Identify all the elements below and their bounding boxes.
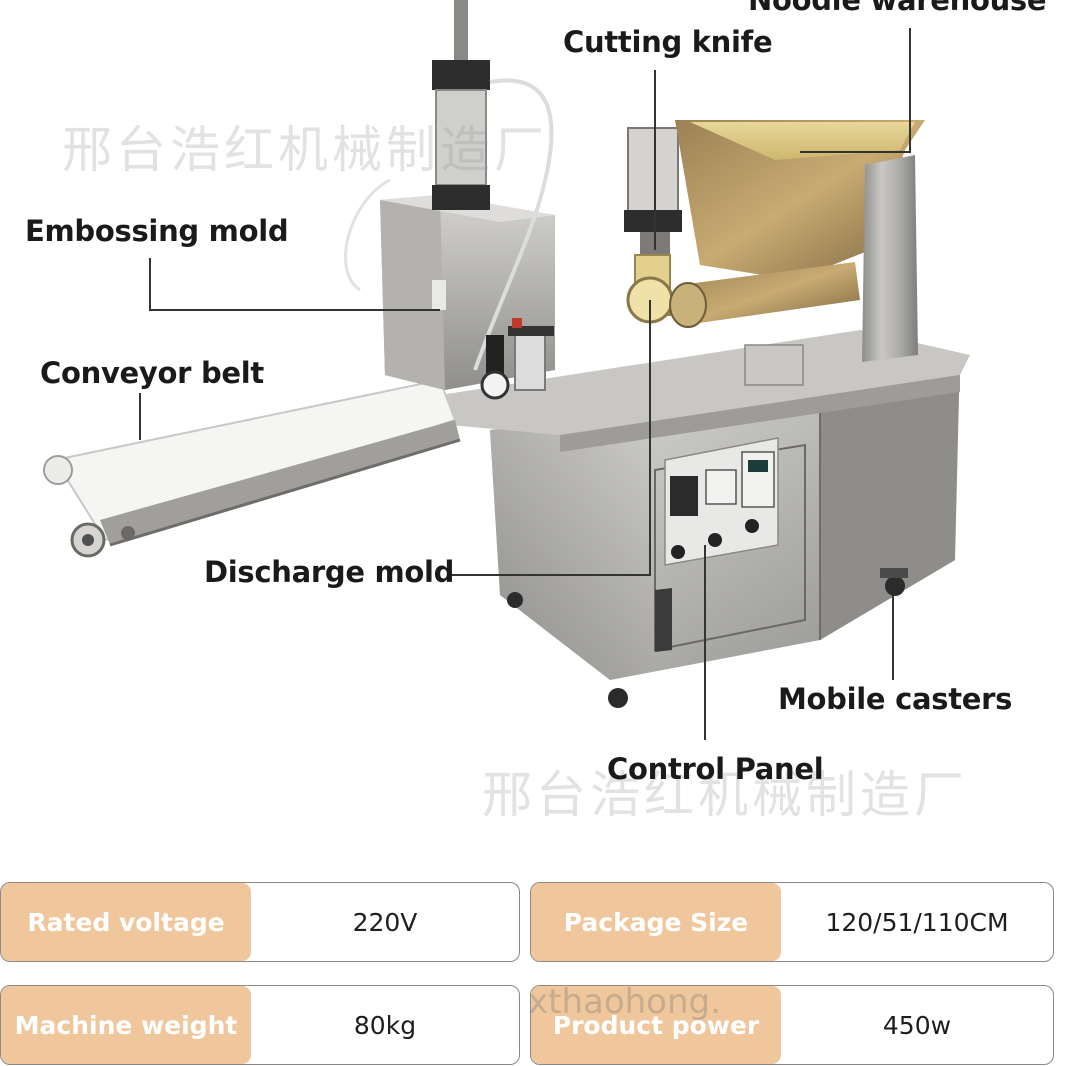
machine-illustration: [43, 0, 970, 740]
label-mobile-casters: Mobile casters: [778, 682, 1013, 716]
spec-label: Package Size: [563, 907, 749, 937]
label-conveyor-belt: Conveyor belt: [40, 356, 264, 390]
label-control-panel: Control Panel: [607, 752, 824, 786]
cutting-and-hopper-unit: [624, 120, 925, 386]
conveyor-belt-shape: [43, 378, 461, 558]
watermark-bottom: 邢台浩红机械制造厂: [482, 766, 968, 824]
control-panel-shape: [664, 437, 779, 566]
label-discharge-mold: Discharge mold: [204, 555, 455, 589]
spec-value: 80kg: [353, 1010, 417, 1040]
spec-label-box: Package Size: [531, 883, 781, 961]
mobile-casters-shape: [507, 568, 908, 708]
spec-label: Product power: [552, 1010, 760, 1040]
label-noodle-warehouse: Noodle warehouse: [748, 0, 1047, 17]
spec-label: Rated voltage: [27, 907, 225, 937]
leader-lines: [139, 28, 911, 740]
spec-label-box: Machine weight: [1, 986, 251, 1064]
watermark-url: xthaohong.: [528, 982, 721, 1022]
spec-value: 220V: [352, 907, 418, 937]
spec-label: Machine weight: [14, 1010, 238, 1040]
spec-package-size: Package Size 120/51/110CM: [530, 882, 1054, 962]
spec-value: 450w: [882, 1010, 952, 1040]
spec-machine-weight: Machine weight 80kg: [0, 985, 520, 1065]
spec-rated-voltage: Rated voltage 220V: [0, 882, 520, 962]
label-embossing-mold: Embossing mold: [25, 214, 289, 248]
spec-value: 120/51/110CM: [825, 907, 1009, 937]
embossing-tower: [344, 0, 555, 400]
spec-label-box: Rated voltage: [1, 883, 251, 961]
work-table: [440, 330, 970, 452]
spec-product-power: Product power 450w: [530, 985, 1054, 1065]
label-cutting-knife: Cutting knife: [563, 25, 773, 59]
watermark-top: 邢台浩红机械制造厂: [62, 121, 548, 179]
spec-label-box: Product power: [531, 986, 781, 1064]
